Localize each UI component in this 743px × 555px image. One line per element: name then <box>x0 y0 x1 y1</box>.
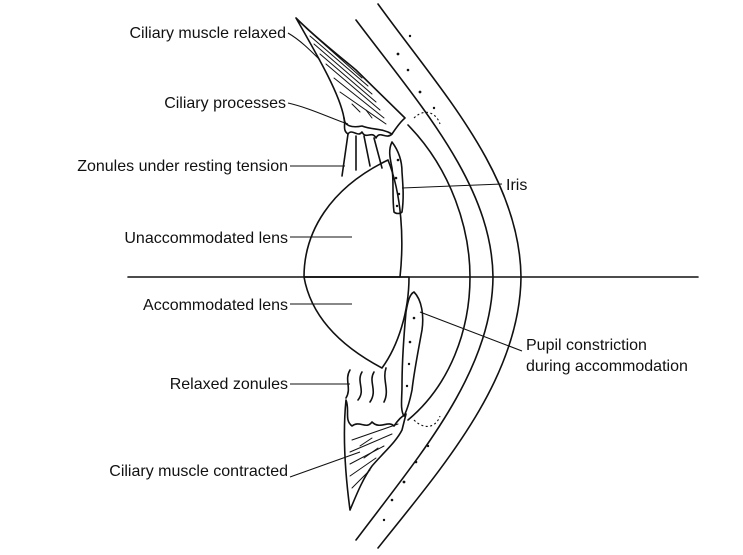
ciliary-muscle-fibers-lower <box>350 424 398 488</box>
canal-lower-dotted <box>414 416 440 426</box>
label-unaccommodated-lens: Unaccommodated lens <box>124 230 288 247</box>
leader-iris <box>402 184 502 188</box>
leader-pupil-constriction <box>420 312 522 351</box>
leader-ciliary-muscle-relaxed <box>288 33 320 60</box>
ciliary-body-lower <box>344 400 406 510</box>
label-ciliary-muscle-contracted: Ciliary muscle contracted <box>109 463 288 480</box>
label-relaxed-zonules: Relaxed zonules <box>170 376 288 393</box>
leader-lines <box>288 33 522 477</box>
label-zonules-resting: Zonules under resting tension <box>77 158 288 175</box>
label-ciliary-muscle-relaxed: Ciliary muscle relaxed <box>130 25 287 42</box>
anterior-chamber-curve <box>408 125 470 420</box>
zonules-lower <box>346 368 386 402</box>
label-iris: Iris <box>506 177 527 194</box>
label-accommodated-lens: Accommodated lens <box>143 297 288 314</box>
label-pupil-constriction-line1: Pupil constriction <box>526 337 647 354</box>
iris-lower <box>402 292 423 416</box>
label-ciliary-processes: Ciliary processes <box>164 95 286 112</box>
zonules-upper <box>342 134 382 176</box>
leader-ciliary-muscle-contracted <box>290 452 360 477</box>
lens-accommodated <box>304 277 409 368</box>
label-pupil-constriction-line2: during accommodation <box>526 358 688 375</box>
lens-unaccommodated <box>304 160 402 277</box>
leader-ciliary-processes <box>288 103 348 124</box>
